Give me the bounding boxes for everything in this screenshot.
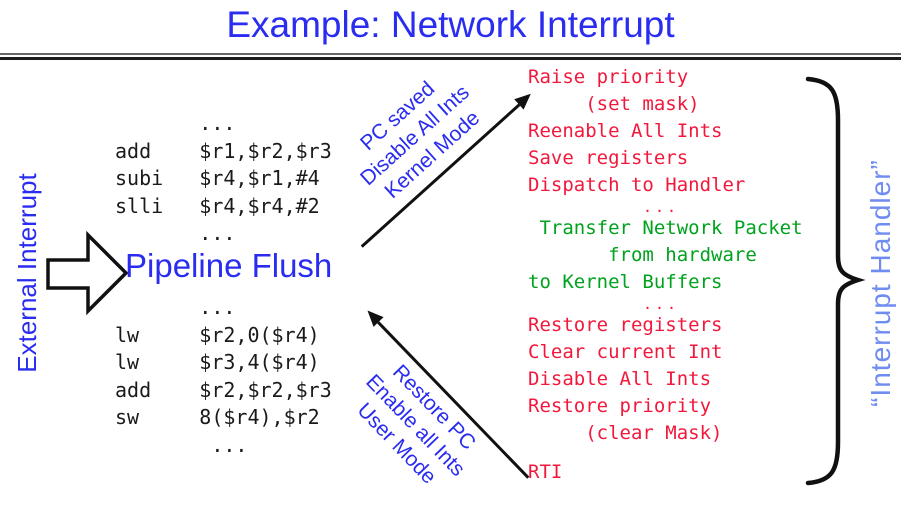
assembly-code-after: ... lw $r2,0($r4) lw $r3,4($r4) add $r2,… bbox=[115, 295, 332, 457]
handler-line: Reenable All Ints bbox=[528, 120, 723, 142]
interrupt-handler-label: “Interrupt Handler” bbox=[865, 159, 896, 407]
title-rule-top bbox=[0, 53, 901, 55]
handler-line: Transfer Network Packet bbox=[528, 217, 803, 239]
interrupt-handler-code: Raise priority (set mask) Reenable All I… bbox=[528, 64, 803, 486]
external-interrupt-label: External Interrupt bbox=[12, 173, 42, 373]
handler-line: (clear Mask) bbox=[528, 422, 723, 444]
handler-line: from hardware bbox=[528, 244, 757, 266]
block-arrow-icon bbox=[46, 231, 129, 316]
restore-transition-group: Restore PC Enable all Ints User Mode bbox=[306, 305, 533, 511]
title-rule-bottom bbox=[0, 57, 901, 60]
handler-line: to Kernel Buffers bbox=[528, 271, 723, 293]
assembly-code-before: ... add $r1,$r2,$r3 subi $r4,$r1,#4 slli… bbox=[115, 111, 332, 245]
curly-brace-icon bbox=[805, 76, 866, 486]
handler-line: Save registers bbox=[528, 147, 689, 169]
handler-line: Raise priority bbox=[528, 66, 689, 88]
handler-line: Disable All Ints bbox=[528, 368, 712, 390]
handler-ellipsis: ... bbox=[643, 198, 680, 216]
handler-line: (set mask) bbox=[528, 93, 700, 115]
handler-line: RTI bbox=[528, 461, 563, 483]
handler-line: Dispatch to Handler bbox=[528, 174, 746, 196]
pipeline-flush-label: Pipeline Flush bbox=[125, 247, 333, 284]
save-transition-group: PC saved Disable All Ints Kernel Mode bbox=[305, 31, 536, 252]
handler-ellipsis: ... bbox=[643, 295, 680, 313]
handler-line: Restore registers bbox=[528, 314, 723, 336]
handler-line: Clear current Int bbox=[528, 341, 723, 363]
page-title: Example: Network Interrupt bbox=[226, 4, 675, 45]
handler-line: Restore priority bbox=[528, 395, 712, 417]
